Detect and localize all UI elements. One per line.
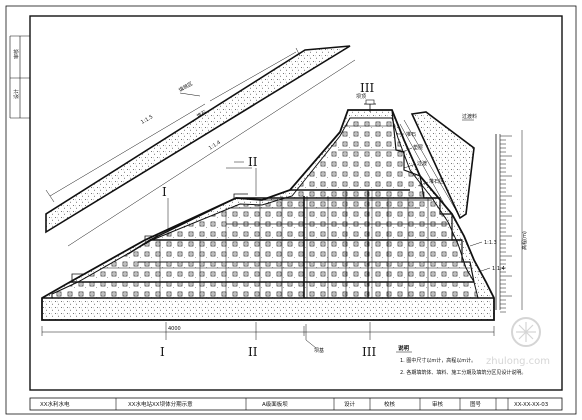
dim-bottom: 4000 xyxy=(168,326,181,332)
step-note-4: 堆石区 xyxy=(429,178,444,185)
crest-note: 坝顶 xyxy=(356,93,366,100)
section-label-bottom-1: I xyxy=(160,345,165,359)
watermark-text: zhulong.com xyxy=(486,356,550,367)
step-note-2: 垫层 xyxy=(413,144,423,151)
section-label-top-1: I xyxy=(162,185,167,199)
section-label-top-2: II xyxy=(248,155,258,169)
title-cell-2: XX水电站XX坝体分期示意 xyxy=(128,400,193,408)
berm-note-2: 1:1.4 xyxy=(492,266,505,272)
notes-block: 说明 1. 图中尺寸以m计，高程以m计。 2. 各期填筑体、填料、施工分期及填筑… xyxy=(396,344,526,376)
section-label-top-3: III xyxy=(360,81,374,95)
side-detail: 过渡料 xyxy=(399,111,477,220)
title-cell-6: 审核 xyxy=(432,400,444,408)
notes-line-1: 1. 图中尺寸以m计，高程以m计。 xyxy=(400,357,476,364)
detail-note: 过渡料 xyxy=(462,113,477,120)
section-label-bottom-3: III xyxy=(362,345,376,359)
notes-heading: 说明 xyxy=(398,344,410,352)
outer-frame xyxy=(5,5,577,415)
title-cell-7: 图号 xyxy=(470,400,482,408)
watermark: zhulong.com xyxy=(486,317,550,367)
inner-border xyxy=(29,15,563,391)
elevation-scale: 高程(m) xyxy=(495,130,528,313)
dam-cross-section: 坝顶 xyxy=(41,93,495,321)
diagonal-slab-detail: 填筑区 堆石 1:1.5 1:1.4 xyxy=(45,45,356,247)
dam-callouts: 堆石 垫层 过渡 堆石区 1:1.3 1:1.4 坝基 4000 xyxy=(41,131,505,354)
step-note-3: 过渡 xyxy=(417,160,427,167)
title-block: XX水利水电 XX水电站XX坝体分期示意 A级面板坝 设计 校核 审核 图号 X… xyxy=(29,397,563,411)
section-labels: I II III I II III xyxy=(160,81,376,359)
bottom-note: 坝基 xyxy=(314,347,324,354)
section-label-bottom-2: II xyxy=(248,345,258,359)
slab-top-note: 填筑区 xyxy=(178,80,195,94)
left-margin-strip: 审核 设计 xyxy=(9,35,30,119)
notes-line-2: 2. 各期填筑体、填料、施工分期及填筑分区见设计说明。 xyxy=(400,369,526,376)
title-cell-8: XX-XX-XX-03 xyxy=(514,402,549,408)
title-cell-1: XX水利水电 xyxy=(40,400,70,408)
scale-title: 高程(m) xyxy=(521,231,528,250)
slab-dim-a: 1:1.5 xyxy=(140,114,154,126)
title-cell-5: 校核 xyxy=(384,400,396,408)
slab-dim-b: 1:1.4 xyxy=(208,140,222,152)
step-note-1: 堆石 xyxy=(406,131,416,138)
title-cell-3: A级面板坝 xyxy=(262,400,288,408)
margin-label-1: 审核 xyxy=(13,49,20,59)
slab-body-note: 堆石 xyxy=(196,109,208,120)
berm-note-1: 1:1.3 xyxy=(484,240,497,246)
margin-label-2: 设计 xyxy=(13,89,20,99)
title-cell-4: 设计 xyxy=(344,400,356,408)
